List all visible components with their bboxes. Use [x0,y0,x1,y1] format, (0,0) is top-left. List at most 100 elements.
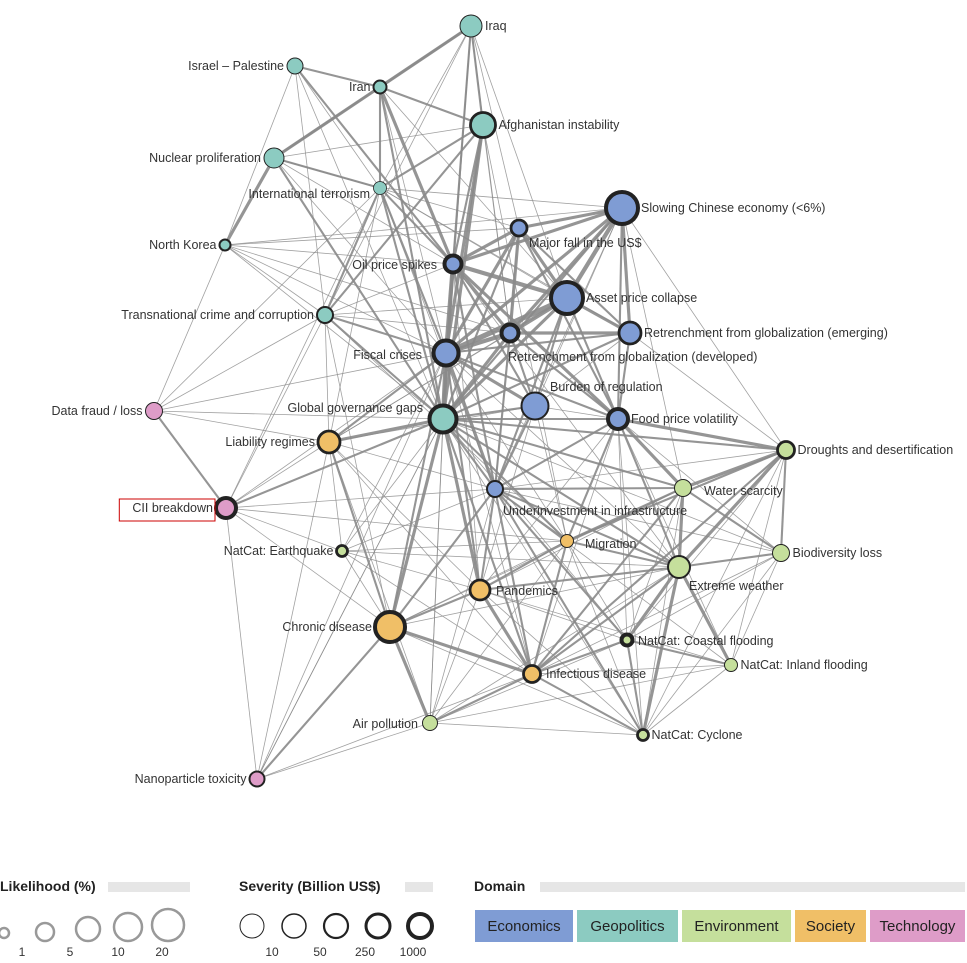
edge-121 [444,352,482,591]
node-label-water-scarcity: Water scarcity [704,484,783,498]
edge-117 [445,352,619,420]
node-global-governance-gaps[interactable] [427,403,459,435]
edge-140 [328,417,444,444]
edge-148 [442,418,568,542]
node-label-iran: Iran [349,80,371,94]
domain-technology: Technology [870,910,965,942]
node-slowing-chinese-economy-6[interactable] [604,190,640,226]
node-natcat-cyclone[interactable] [636,728,650,742]
node-underinvestment-in-infrastructure[interactable] [486,480,504,498]
edge-170 [328,441,343,552]
edge-176 [677,448,788,569]
node-afghanistan-instability[interactable] [469,111,497,139]
edge-120 [388,352,448,628]
edge-41 [379,187,623,209]
node-extreme-weather[interactable] [667,555,691,579]
edge-72 [442,227,520,420]
edge-62 [616,207,624,420]
node-transnational-crime-and-corruption[interactable] [316,306,334,324]
node-nuclear-proliferation[interactable] [263,147,285,169]
node-air-pollution[interactable] [422,715,438,731]
node-natcat-earthquake[interactable] [335,544,349,558]
node-major-fall-in-the-us[interactable] [509,218,529,238]
edge-183 [642,449,787,736]
edge-66 [494,207,623,490]
node-biodiversity-loss[interactable] [772,544,790,562]
node-infectious-disease[interactable] [522,664,542,684]
edge-116 [445,351,536,408]
node-label-nanoparticle-toxicity: Nanoparticle toxicity [135,772,248,786]
node-iran[interactable] [372,79,388,95]
node-natcat-inland-flooding[interactable] [724,658,738,672]
node-north-korea[interactable] [218,238,232,252]
edge-206 [429,488,496,724]
node-label-data-fraud-loss: Data fraud / loss [51,404,142,418]
edge-209 [479,540,568,591]
node-label-natcat-earthquake: NatCat: Earthquake [224,544,334,558]
edge-169 [328,441,481,591]
edge-215 [429,540,568,724]
node-label-international-terrorism: International terrorism [248,187,370,201]
node-asset-price-collapse[interactable] [549,280,585,316]
edge-16 [224,65,296,246]
edge-105 [616,332,632,420]
node-oil-price-spikes[interactable] [442,253,464,275]
node-label-global-governance-gaps: Global governance gaps [287,401,423,415]
edge-73 [518,227,619,420]
edge-230 [479,565,680,592]
node-natcat-coastal-flooding[interactable] [619,632,635,648]
node-droughts-and-desertification[interactable] [776,440,796,460]
edge-216 [566,540,644,736]
node-fiscal-crises[interactable] [431,338,461,368]
node-label-natcat-coastal-flooding: NatCat: Coastal flooding [638,634,774,648]
edge-177 [779,449,788,554]
node-data-fraud-loss[interactable] [145,402,163,420]
node-label-air-pollution: Air pollution [353,717,418,731]
edge-84 [452,263,481,591]
edge-52 [224,244,447,354]
edge-208 [494,488,782,554]
node-label-iraq: Iraq [485,19,507,33]
node-pandemics[interactable] [468,578,492,602]
edge-251 [256,673,533,780]
node-label-biodiversity-loss: Biodiversity loss [793,546,883,560]
edge-152 [442,418,628,641]
node-food-price-volatility[interactable] [606,407,630,431]
edge-126 [445,352,680,568]
edge-160 [566,418,619,542]
node-burden-of-regulation[interactable] [520,391,550,421]
node-nanoparticle-toxicity[interactable] [248,770,266,788]
edge-192 [642,487,684,736]
node-liability-regimes[interactable] [316,429,342,455]
severity-tick-50: 50 [313,945,327,959]
node-iraq[interactable] [459,14,483,38]
edge-24 [379,124,484,189]
edge-51 [224,244,454,265]
edge-102 [324,314,511,334]
edge-240 [388,626,432,724]
domain-legend-title: Domain [474,878,526,894]
edge-162 [479,418,619,591]
node-cii-breakdown[interactable] [214,496,238,520]
node-label-liability-regimes: Liability regimes [225,435,315,449]
edge-74 [518,227,631,334]
edge-11 [294,64,381,89]
edge-153 [442,418,782,554]
node-label-burden-of-regulation: Burden of regulation [550,380,663,394]
node-israel-palestine[interactable] [286,57,304,75]
node-retrenchment-from-globalization-developed[interactable] [499,322,521,344]
node-water-scarcity[interactable] [674,479,692,497]
node-retrenchment-from-globalization-emerging[interactable] [617,320,643,346]
node-international-terrorism[interactable] [373,181,387,195]
severity-circle-4 [406,912,434,940]
node-migration[interactable] [560,534,574,548]
node-label-asset-price-collapse: Asset price collapse [586,291,697,305]
node-chronic-disease[interactable] [373,610,407,644]
edge-255 [256,418,444,780]
edge-235 [429,589,481,724]
edge-222 [730,552,782,666]
severity-circle-1 [281,913,307,939]
edge-58 [452,206,623,266]
edge-174 [328,441,533,675]
edge-136 [153,410,444,420]
